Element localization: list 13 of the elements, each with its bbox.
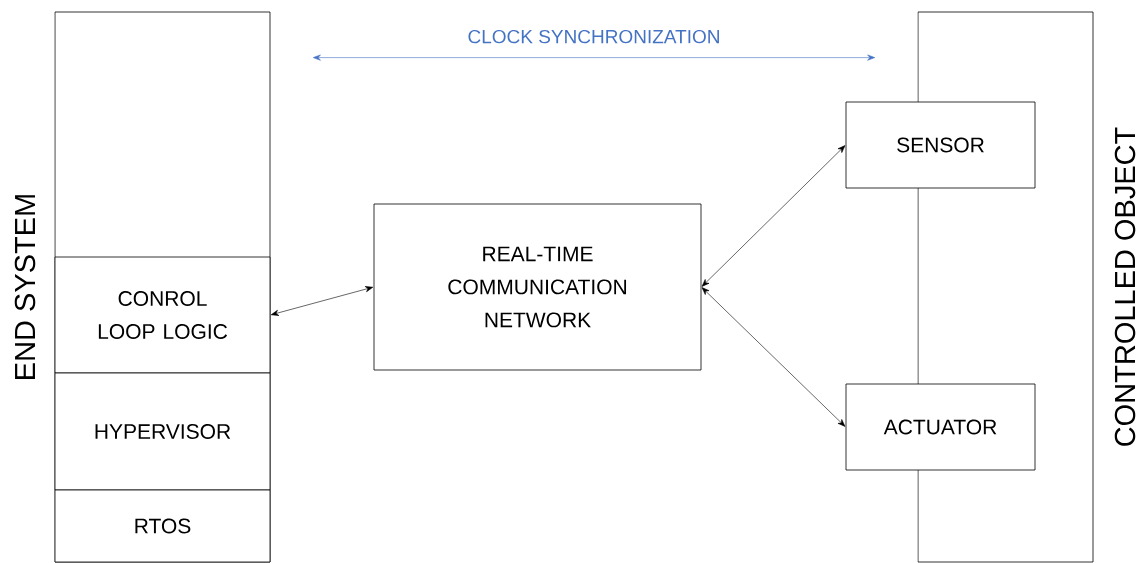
arrow [312, 54, 876, 61]
layer-box: RTOS [54, 489, 271, 563]
arrow [270, 286, 374, 316]
node-label: END SYSTEM [14, 195, 36, 379]
arrow [701, 287, 846, 427]
node-label: CONTROLLED OBJECT [1114, 127, 1136, 446]
layer-box: CONROL LOOP LOGIC [54, 256, 271, 374]
device-box: ACTUATOR [845, 383, 1036, 471]
network-box: REAL-TIME COMMUNICATION NETWORK [373, 203, 702, 371]
device-box: SENSOR [845, 101, 1036, 189]
edge-label: CLOCK SYNCHRONIZATION [466, 28, 722, 45]
layer-box: HYPERVISOR [54, 372, 271, 491]
arrow [701, 145, 846, 287]
